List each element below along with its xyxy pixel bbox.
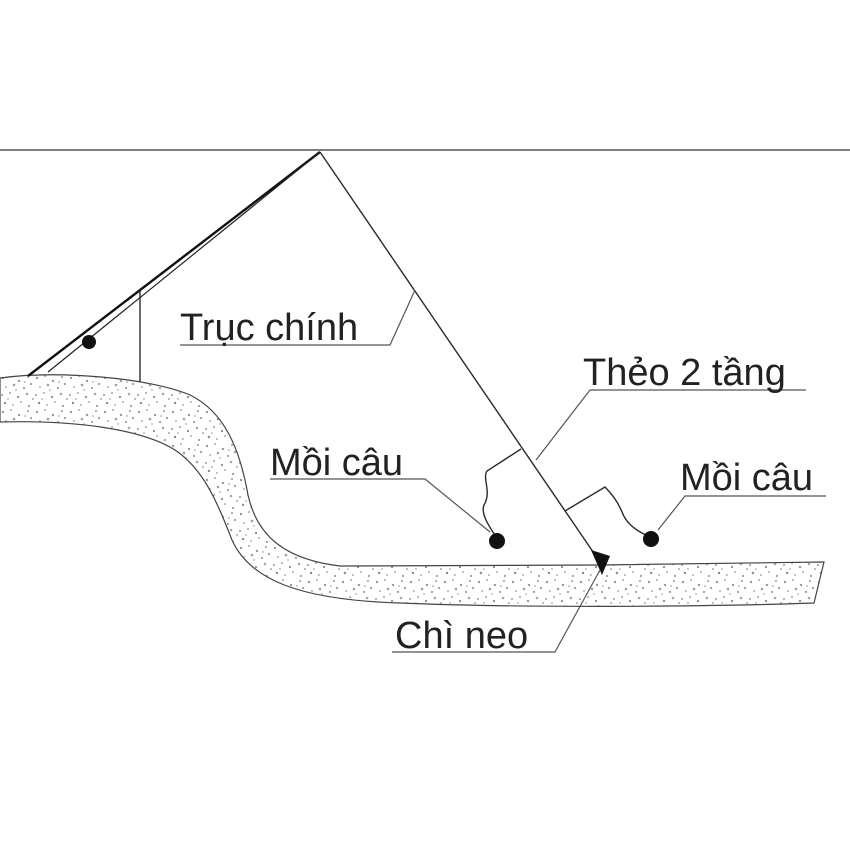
- ground-bank: [0, 374, 825, 607]
- bait-left-label: Mồi câu: [270, 442, 403, 484]
- bait-left-icon: [489, 533, 505, 549]
- bait-right-label: Mồi câu: [680, 457, 813, 499]
- anchor-sinker-icon: [591, 550, 610, 575]
- reel-icon: [82, 335, 96, 349]
- leader-bait-right-label: [657, 495, 826, 531]
- main-line-label: Trục chính: [180, 307, 358, 349]
- leader-sinker-label: [392, 569, 601, 653]
- leader-left: [482, 448, 522, 538]
- two-tier-leader-label: Thẻo 2 tầng: [583, 352, 786, 394]
- fishing-rod: [27, 151, 321, 377]
- anchor-sinker-label: Chì neo: [395, 615, 528, 657]
- leader-right: [564, 486, 649, 537]
- bait-right-icon: [643, 531, 659, 547]
- leader-two-tier-label: [535, 389, 806, 461]
- main-line: [319, 151, 603, 566]
- leader-main-line-label: [180, 289, 416, 346]
- fishing-rod-inner: [47, 151, 321, 373]
- leader-bait-left-label: [270, 478, 491, 533]
